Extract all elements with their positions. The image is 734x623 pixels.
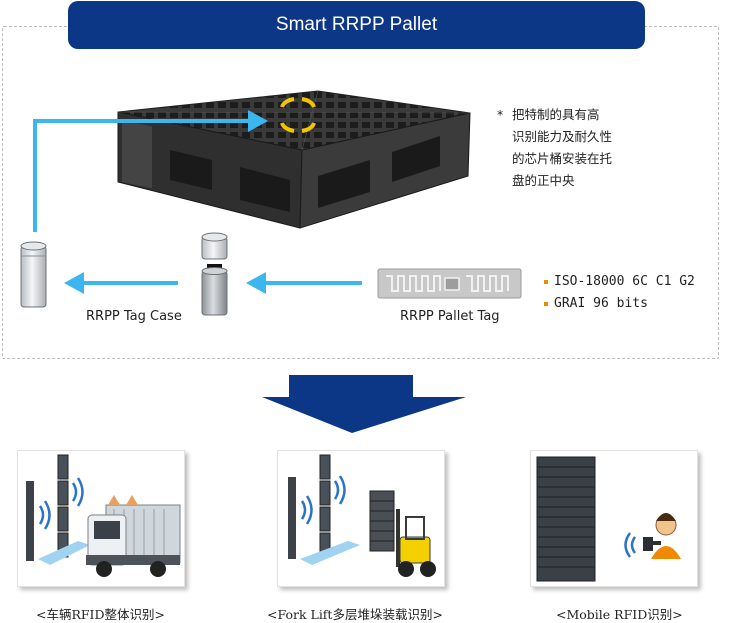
note-line-3: 的芯片桶安装在托 [512, 151, 613, 166]
signal-waves-icon [38, 477, 84, 530]
pallet-stack-icon [536, 456, 596, 582]
spec-item-2: GRAI 96 bits [544, 296, 648, 311]
big-down-arrow [262, 375, 466, 433]
note-line-2: 识别能力及耐久性 [512, 129, 613, 144]
arrow-pallettag-to-tube [246, 272, 362, 294]
pallet-image [117, 90, 471, 229]
banner-title: Smart RRPP Pallet [275, 14, 438, 35]
caption-forklift: <Fork Lift多层堆垛装载识别> [267, 607, 443, 622]
mobile-reader-illustration [531, 451, 697, 586]
reader-antenna-icon [288, 454, 331, 559]
forklift-icon [396, 509, 436, 577]
tag-location-highlight [280, 97, 316, 133]
note-asterisk: * [497, 107, 504, 122]
note-line-4: 盘的正中央 [512, 173, 575, 188]
tag-case-label: RRPP Tag Case [86, 309, 182, 324]
mobile-recognition-card [530, 450, 698, 587]
truck-reader-illustration [18, 451, 184, 586]
forklift-reader-illustration [278, 451, 444, 586]
bullet-icon [544, 301, 548, 306]
forklift-recognition-card [277, 450, 445, 587]
pallet-stack-icon [369, 490, 395, 552]
pallet-tag-label: RRPP Pallet Tag [400, 309, 500, 324]
tag-case-closed [20, 241, 47, 308]
arrow-tag-to-case [64, 272, 178, 294]
bullet-icon [544, 279, 548, 284]
vehicle-recognition-card [17, 450, 185, 587]
handheld-reader-person-icon [643, 513, 681, 559]
spec-item-1: ISO-18000 6C C1 G2 [544, 274, 695, 289]
title-banner: Smart RRPP Pallet [68, 1, 645, 49]
note-line-1: 把特制的具有高 [512, 107, 600, 122]
signal-waves-icon [624, 532, 637, 558]
spec-text-1: ISO-18000 6C C1 G2 [554, 274, 695, 289]
signal-waves-icon [300, 475, 346, 525]
note-text: * 把特制的具有高 识别能力及耐久性 的芯片桶安装在托 盘的正中央 [497, 104, 647, 192]
arrow-case-to-pallet [33, 110, 268, 232]
truck-icon [86, 495, 181, 577]
rfid-pallet-tag [377, 268, 522, 299]
caption-vehicle: <车辆RFID整体识别> [36, 607, 165, 622]
tag-case-open [201, 232, 228, 316]
spec-text-2: GRAI 96 bits [554, 296, 648, 311]
caption-mobile: <Mobile RFID识别> [556, 607, 683, 622]
